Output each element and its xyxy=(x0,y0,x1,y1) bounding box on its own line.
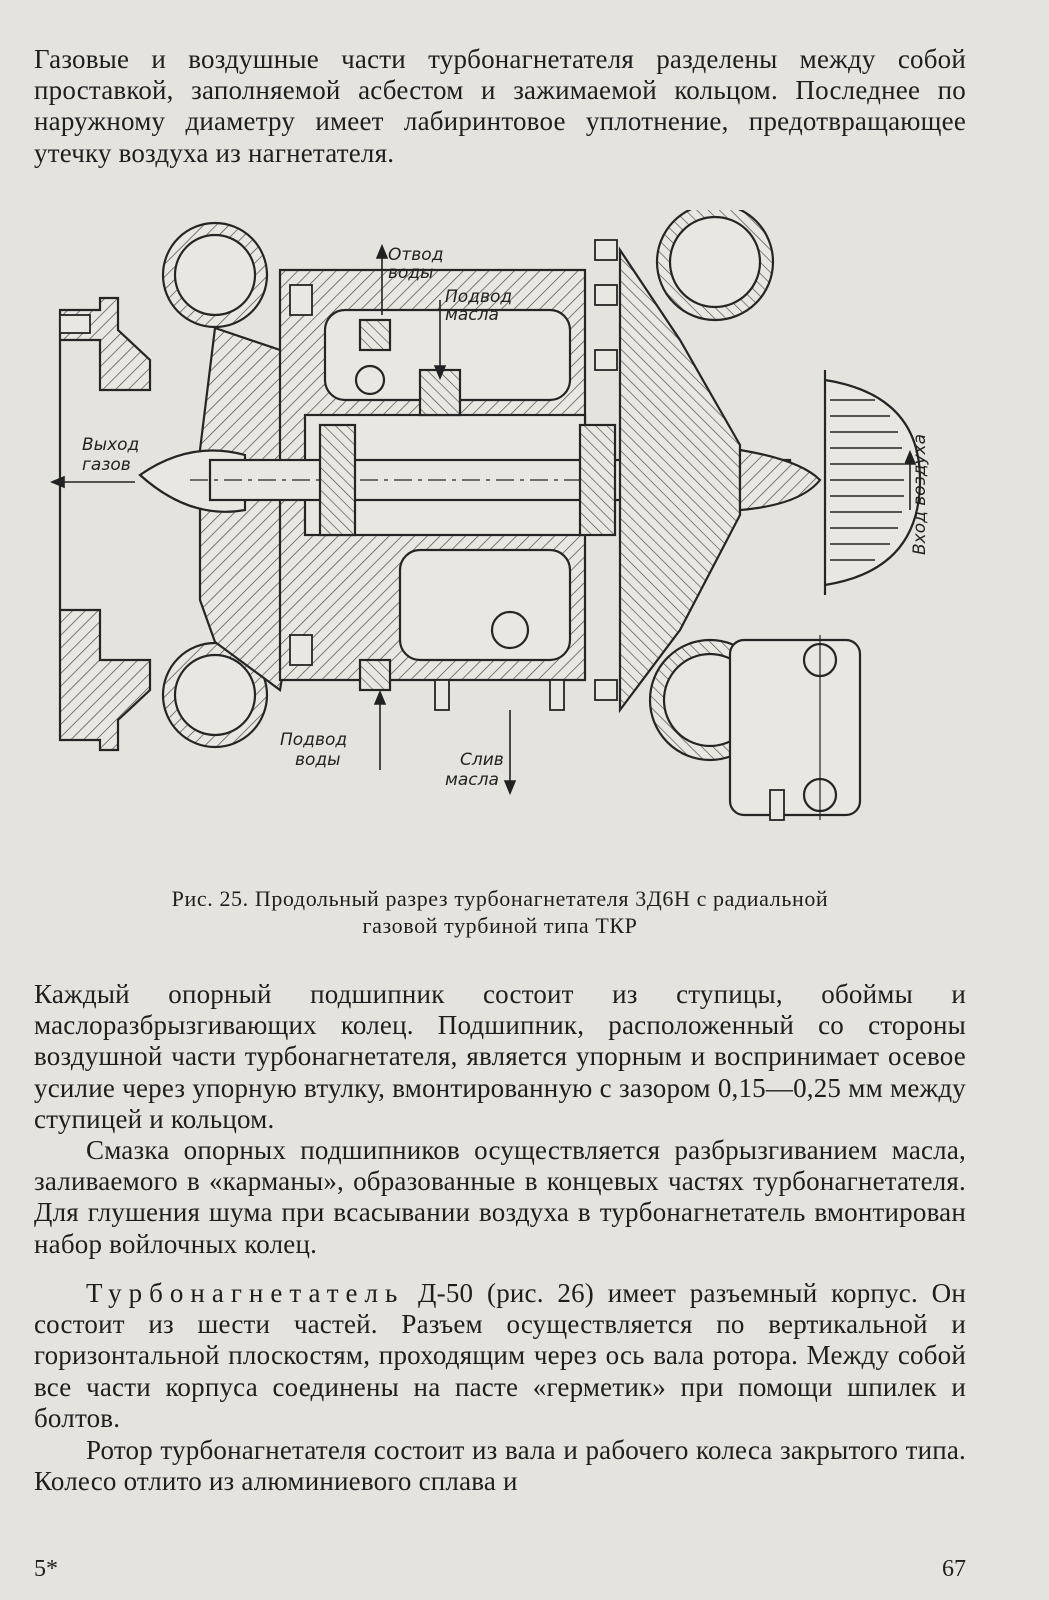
paragraph-5: Ротор турбонагнетателя состоит из вала и… xyxy=(34,1435,966,1497)
figure-caption: Рис. 25. Продольный разрез турбонагнетат… xyxy=(60,885,940,939)
label-air-in: Вход воздуха xyxy=(910,434,930,555)
paragraph-1: Газовые и воздушные части турбонагнетате… xyxy=(34,44,966,168)
page-number: 67 xyxy=(942,1556,966,1582)
paragraph-3: Смазка опорных подшипников осуществляетс… xyxy=(34,1135,966,1259)
figure-turbocharger-section: Отвод воды Подвод масла Выход газов Вход… xyxy=(40,210,970,850)
turbocharger-drawing: Отвод воды Подвод масла Выход газов Вход… xyxy=(49,210,930,821)
label-water-out: Отвод воды xyxy=(388,245,449,283)
paragraph-2: Каждый опорный подшипник состоит из ступ… xyxy=(34,979,966,1134)
label-oil-out: Слив масла xyxy=(445,750,509,790)
paragraph-4: Турбонагнетатель Д-50 (рис. 26) имеет ра… xyxy=(34,1278,966,1434)
caption-line-2: газовой турбиной типа ТКР xyxy=(362,913,638,938)
emphasized-term: Турбонагнетатель xyxy=(86,1278,405,1308)
caption-line-1: Рис. 25. Продольный разрез турбонагнетат… xyxy=(171,886,829,911)
label-gas-out: Выход газов xyxy=(82,435,145,475)
label-water-in: Подвод воды xyxy=(280,730,353,770)
label-oil-in: Подвод масла xyxy=(445,287,518,325)
signature-mark: 5* xyxy=(34,1556,58,1582)
paragraph-4-text: Д-50 (рис. 26) имеет разъемный корпус. О… xyxy=(34,1278,966,1433)
